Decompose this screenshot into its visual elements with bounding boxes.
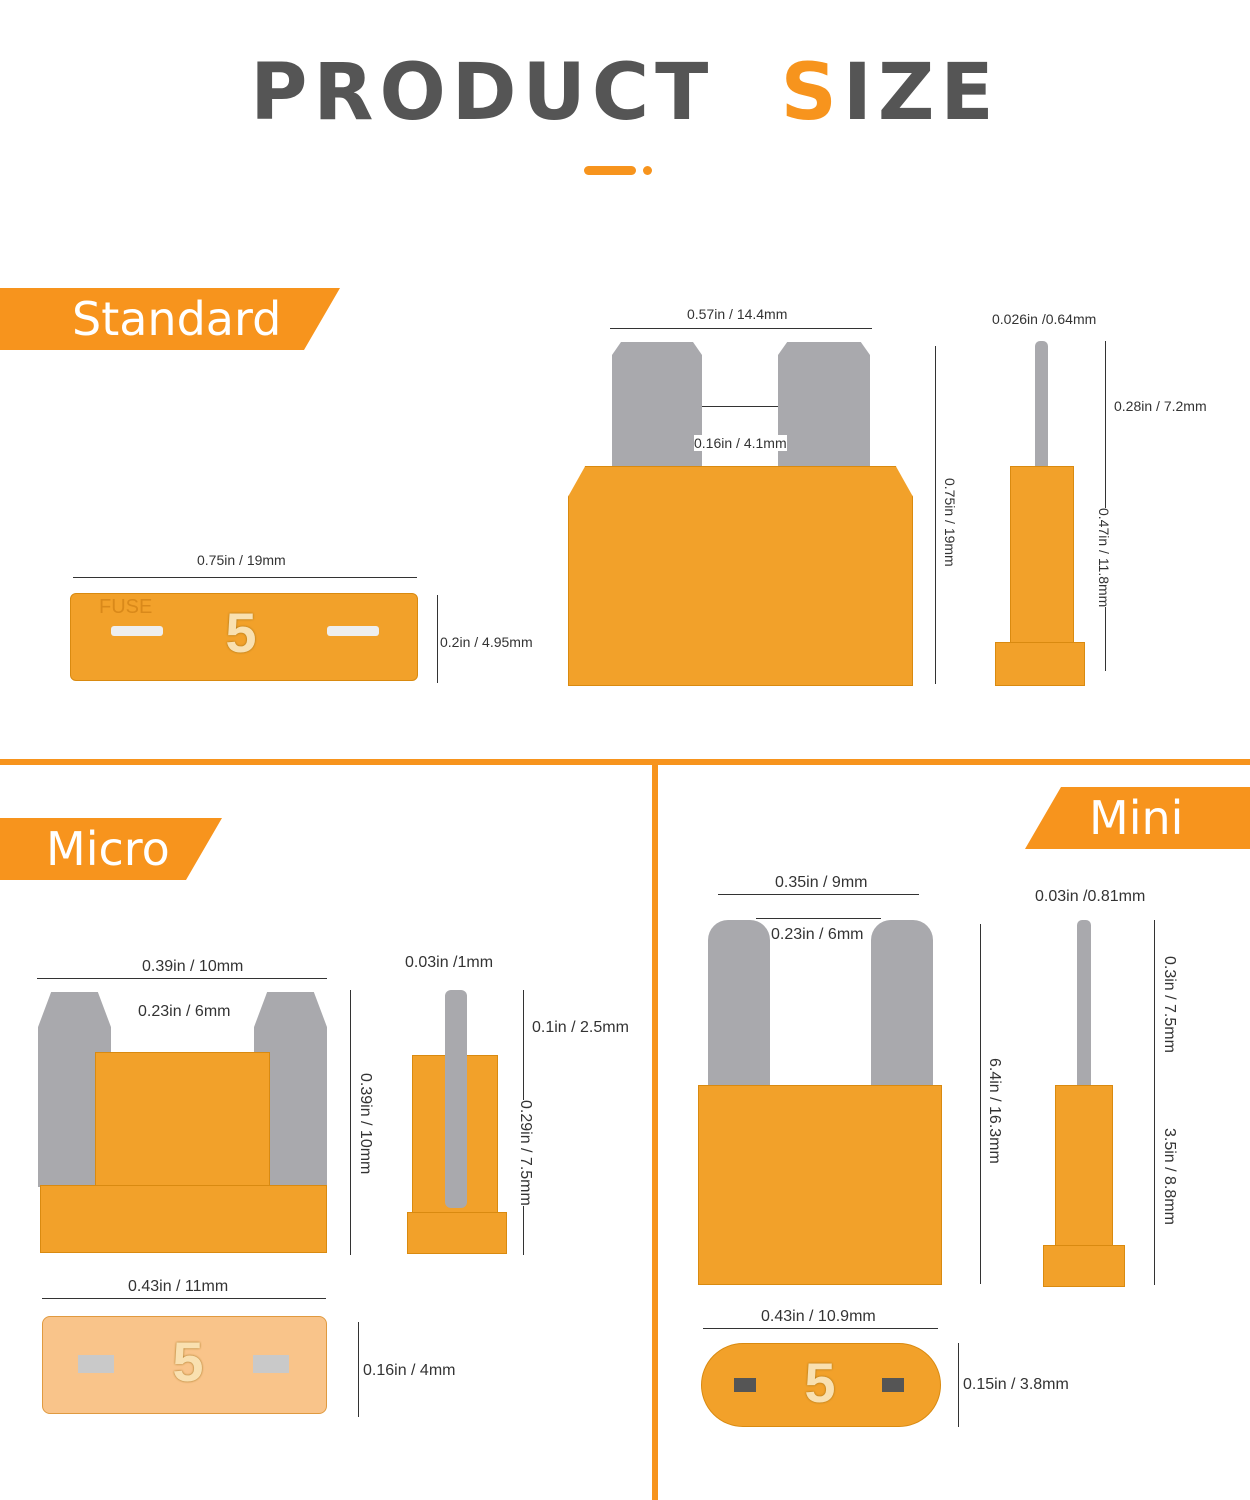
mini-fuse-side-view — [1055, 1085, 1113, 1250]
standard-front-gap: 0.16in / 4.1mm — [694, 435, 787, 451]
amp-rating: 5 — [172, 1330, 204, 1393]
micro-front-height: 0.39in / 10mm — [357, 1073, 374, 1175]
standard-front-height: 0.75in / 19mm — [942, 478, 958, 567]
page-title: PRODUCT SIZE — [250, 48, 1000, 138]
blade — [1035, 341, 1048, 466]
dimension-line — [980, 924, 981, 1284]
mini-top-width: 0.43in / 10.9mm — [761, 1308, 876, 1325]
standard-fuse-front-view — [568, 466, 913, 686]
blade — [1077, 920, 1091, 1086]
contact-slot — [111, 626, 163, 636]
mini-side-thickness: 0.03in /0.81mm — [1035, 888, 1146, 905]
micro-side-thickness: 0.03in /1mm — [405, 954, 494, 971]
fuse-side-base — [407, 1212, 507, 1254]
dimension-line — [37, 978, 327, 979]
contact-slot — [882, 1378, 904, 1392]
mini-front-width: 0.35in / 9mm — [775, 874, 868, 891]
dimension-line — [610, 328, 872, 329]
standard-banner: Standard — [0, 288, 340, 350]
dimension-line — [437, 595, 438, 683]
mini-side-body: 3.5in / 8.8mm — [1160, 1128, 1178, 1225]
blade — [871, 920, 933, 1090]
section-divider-vertical — [652, 765, 658, 1500]
micro-banner: Micro — [0, 818, 222, 880]
standard-fuse-side-view — [1010, 466, 1074, 646]
mini-front-height: 6.4in / 16.3mm — [986, 1058, 1003, 1164]
contact-slot — [253, 1355, 289, 1373]
section-divider-horizontal — [0, 759, 1250, 765]
micro-top-width: 0.43in / 11mm — [128, 1278, 229, 1295]
amp-rating: 5 — [225, 601, 257, 664]
micro-top-height: 0.16in / 4mm — [363, 1362, 456, 1379]
mini-banner: Mini — [1025, 787, 1250, 849]
standard-top-height: 0.2in / 4.95mm — [440, 634, 533, 650]
fuse-side-base — [1043, 1245, 1125, 1287]
fuse-marking: FUSE — [99, 596, 153, 618]
mini-fuse-front-view — [698, 1085, 942, 1285]
micro-side-blade: 0.1in / 2.5mm — [532, 1019, 629, 1036]
dimension-line — [703, 1328, 938, 1329]
standard-side-body: 0.47in / 11.8mm — [1096, 508, 1112, 608]
blade — [612, 342, 702, 472]
dimension-line — [73, 577, 417, 578]
mini-top-height: 0.15in / 3.8mm — [963, 1376, 1069, 1393]
standard-side-blade: 0.28in / 7.2mm — [1114, 398, 1207, 414]
title-dot — [643, 166, 652, 175]
micro-front-width: 0.39in / 10mm — [142, 958, 244, 975]
mini-fuse-top-view: 5 — [701, 1343, 941, 1427]
micro-fuse-top-view: 5 — [42, 1316, 327, 1414]
dimension-line — [702, 406, 778, 407]
amp-rating: 5 — [804, 1351, 836, 1414]
contact-slot — [327, 626, 379, 636]
dimension-line — [350, 990, 351, 1255]
micro-fuse-base — [40, 1185, 327, 1253]
dimension-line — [1105, 341, 1106, 671]
mini-side-blade: 0.3in / 7.5mm — [1160, 956, 1178, 1053]
micro-side-body: 0.29in / 7.5mm — [516, 1100, 534, 1206]
title-underline — [584, 166, 636, 175]
blade — [778, 342, 870, 472]
standard-side-thickness: 0.026in /0.64mm — [992, 311, 1097, 327]
micro-fuse-front-view — [95, 1052, 270, 1192]
dimension-line — [42, 1298, 326, 1299]
dimension-line — [756, 918, 881, 919]
contact-slot — [78, 1355, 114, 1373]
dimension-line — [1154, 920, 1155, 1285]
dimension-line — [358, 1322, 359, 1417]
micro-front-gap: 0.23in / 6mm — [138, 1003, 231, 1020]
standard-top-width: 0.75in / 19mm — [197, 552, 286, 568]
blade — [445, 990, 467, 1208]
standard-fuse-top-view: FUSE 5 — [70, 593, 418, 681]
contact-slot — [734, 1378, 756, 1392]
dimension-line — [935, 346, 936, 684]
dimension-line — [958, 1343, 959, 1427]
dimension-line — [718, 894, 919, 895]
fuse-side-base — [995, 642, 1085, 686]
blade — [708, 920, 770, 1090]
standard-front-width: 0.57in / 14.4mm — [687, 306, 788, 322]
mini-front-gap: 0.23in / 6mm — [771, 926, 864, 943]
